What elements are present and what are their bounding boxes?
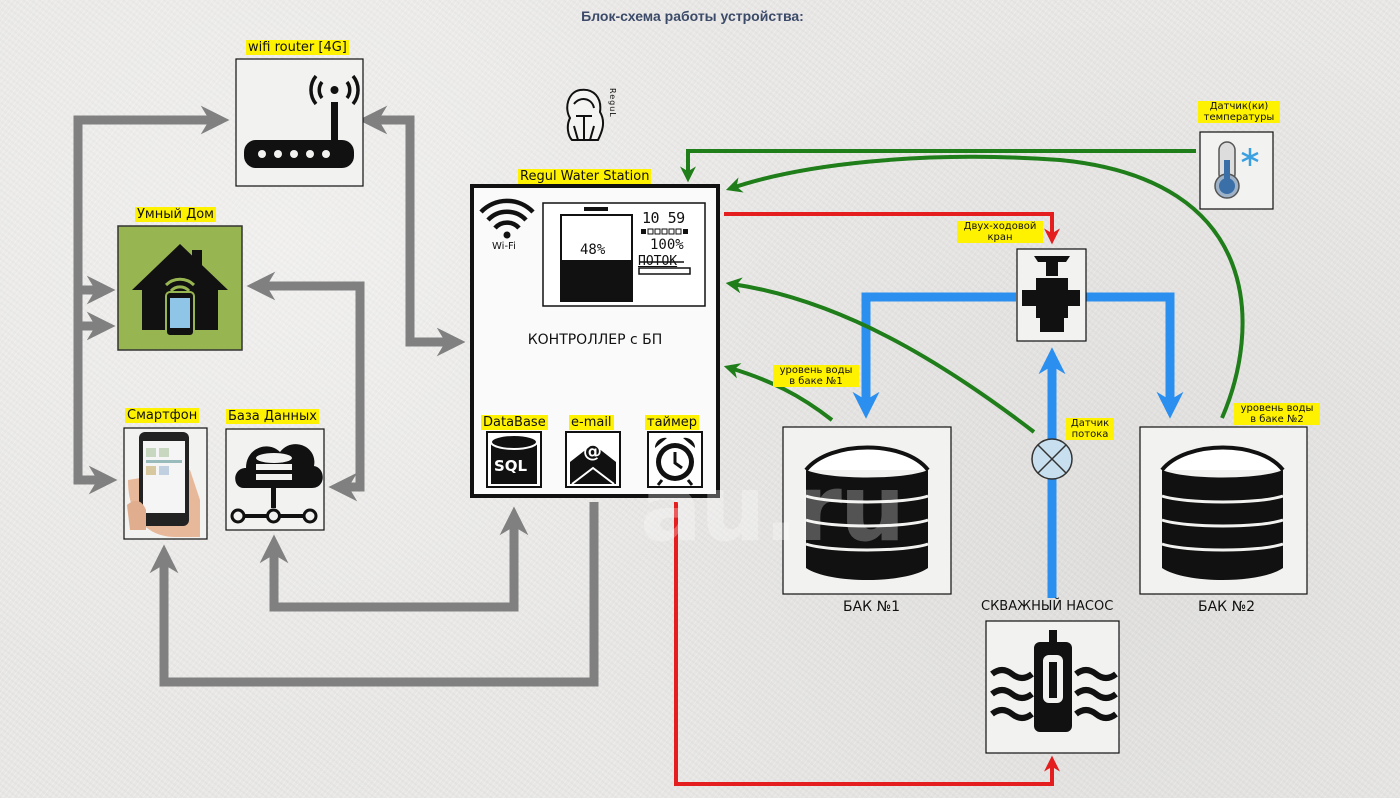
tank-gauge-fill <box>562 260 631 300</box>
database-module-label: DataBase <box>481 415 548 430</box>
display-flow-label: ПОТОК <box>638 254 678 269</box>
router-icon <box>244 74 360 168</box>
alarm-clock-module-icon <box>647 431 703 488</box>
smart-home-label: Умный Дом <box>135 207 216 222</box>
submersible-pump-icon <box>990 630 1118 732</box>
thermometer-icon <box>1214 141 1259 199</box>
wifi-icon <box>479 198 535 239</box>
tank2-node <box>1139 426 1308 595</box>
sql-icon-text: SQL <box>494 457 528 475</box>
email-icon-glyph: @ <box>583 440 602 462</box>
watermark: au.ru <box>640 455 905 562</box>
router-node <box>235 58 364 187</box>
tank2-level-signal <box>725 154 1245 419</box>
station-label: Regul Water Station <box>518 169 652 184</box>
cloud-database-icon <box>230 444 323 524</box>
smart-home-node <box>117 225 243 351</box>
control-lines <box>674 212 1060 786</box>
display-level-percent: 48% <box>580 242 606 258</box>
wifi-label: Wi-Fi <box>492 241 516 252</box>
smartphone-node <box>123 427 208 540</box>
tank1-icon <box>804 445 930 580</box>
temperature-sensor-label: Датчик(ки)температуры <box>1198 101 1280 123</box>
tank2-icon <box>1160 445 1285 580</box>
sensor-signals <box>680 149 1245 434</box>
tank-gauge-frame <box>560 214 633 302</box>
timer-module-label: таймер <box>645 415 700 430</box>
router-label: wifi router [4G] <box>246 40 349 55</box>
router-smartphone-link <box>73 290 118 495</box>
tank1-node <box>782 426 952 595</box>
valve-icon <box>1022 256 1080 332</box>
smartphone-label: Смартфон <box>125 408 200 423</box>
two-way-valve-node <box>1016 248 1087 342</box>
router-smarthome-link <box>73 105 230 305</box>
database-module-icon <box>486 431 542 488</box>
database-node <box>225 428 325 531</box>
email-module-label: e-mail <box>569 415 614 430</box>
tank1-level-signal <box>723 363 834 422</box>
flow-signal <box>725 277 1036 434</box>
flow-bars <box>638 228 691 275</box>
display-time: 10 59 <box>642 209 685 227</box>
regul-logo <box>566 88 605 141</box>
controller-smartphone-link <box>149 502 599 687</box>
email-module-icon <box>565 431 621 488</box>
tank2-label: БАК №2 <box>1198 599 1256 615</box>
phone-in-hand-icon <box>127 432 200 537</box>
temperature-sensor-frame <box>1199 131 1274 210</box>
temperature-signal <box>680 149 1196 183</box>
logo-text: ReguL <box>608 88 617 118</box>
valve-tank2-pipe <box>1086 292 1184 419</box>
flow-sensor-node <box>1031 438 1073 480</box>
controller-valve-control <box>724 212 1060 245</box>
display-flow-percent: 100% <box>650 237 684 253</box>
network-connections <box>73 105 599 687</box>
house-icon <box>132 244 228 337</box>
controller-node <box>470 184 720 498</box>
router-controller-link <box>358 105 466 357</box>
pump-label: СКВАЖНЫЙ НАСОС <box>981 599 1114 614</box>
flow-progress-bar <box>638 267 691 275</box>
database-controller-link <box>259 506 529 612</box>
temperature-sensor-node <box>1199 131 1274 210</box>
controller-pump-control <box>674 502 1060 786</box>
tank1-label: БАК №1 <box>843 599 901 615</box>
pump-node <box>985 620 1120 754</box>
diagram-title: Блок-схема работы устройства: <box>581 8 804 24</box>
database-label: База Данных <box>226 409 319 424</box>
controller-name: КОНТРОЛЛЕР с БП <box>527 332 663 348</box>
smarthome-database-link <box>246 271 365 502</box>
valve-tank1-pipe <box>852 292 1016 419</box>
tank-level-gauge <box>560 207 633 302</box>
